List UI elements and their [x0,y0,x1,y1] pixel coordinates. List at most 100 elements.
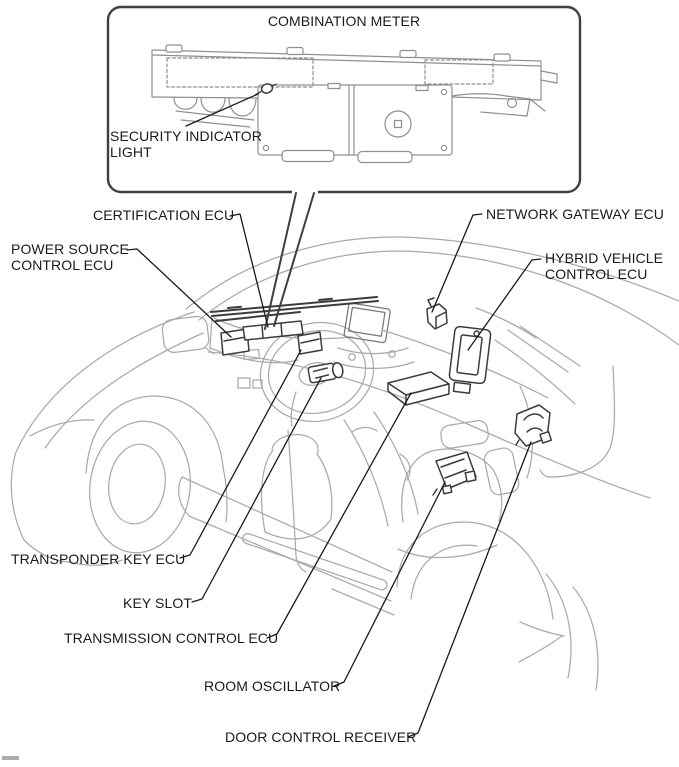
meter-clip-2 [286,46,304,56]
key-slot-cylinder [331,362,344,379]
console-line-1 [343,419,389,527]
meter-housing-bottom [151,96,542,101]
label-network-gateway-ecu: NETWORK GATEWAY ECU [486,206,664,222]
glovebox-line [209,347,299,364]
security-light-bulb [260,83,274,94]
rear-seat-headrest [440,420,489,449]
key-slot-detail [312,367,330,379]
display-screen [348,306,386,337]
transponder-key-ecu-body [297,331,323,355]
combination-meter-inset [106,5,582,330]
rocker-lower-line [331,588,395,616]
label-power-source-line2: CONTROL ECU [11,257,113,273]
pointer-left-line [264,192,297,330]
label-door-control-receiver: DOOR CONTROL RECEIVER [225,729,416,745]
rocker-sill-top [181,476,393,573]
component-markers [220,297,553,496]
transponder-key-ecu-detail [300,338,320,344]
meter-bracket-hole [506,97,518,109]
leader-transponder-key-ecu [179,349,302,559]
marker-door-control-receiver [514,404,553,447]
door-receiver-connector [539,430,553,444]
driver-seat-headrest [271,434,319,455]
transmission-ecu-side [387,382,407,406]
inset-border-gap [292,187,318,196]
room-oscillator-connector-1 [464,470,477,483]
center-display [343,302,391,344]
shifter-bump [351,426,378,433]
marker-transponder-key-ecu [297,331,323,355]
hybrid-ecu-foot [452,381,472,394]
meter-round-port-key [393,119,403,129]
leader-power-source-ecu [126,248,232,338]
front-bumper-lower-line [67,559,123,566]
b-pillar-door-edge [287,429,307,573]
rear-wheel-arch [396,521,554,620]
rear-bumper-line-1 [519,621,565,637]
driver-seat-back-right [316,453,333,519]
marker-key-slot [307,362,344,384]
hood-line [15,311,195,453]
leader-lines [126,93,542,738]
meter-bottom-tab-1 [281,149,335,163]
quarter-window-line-2 [519,325,581,367]
certification-ecu-detail [261,322,283,339]
dash-vent [243,348,260,361]
pointer-right-line [273,192,315,327]
meter-clip-1 [165,44,183,53]
meter-divider [348,85,355,155]
leader-door-control-receiver [407,441,532,738]
marker-power-source-ecu [220,328,250,356]
rear-tire-arc-1 [545,573,572,679]
meter-top-bar [151,49,542,67]
inset-border [106,5,582,194]
meter-top-notch-1 [327,82,341,90]
meter-screw-2 [440,144,448,152]
meter-connector-2 [200,97,226,113]
label-hybrid-vehicle-line1: HYBRID VEHICLE [545,250,663,266]
rear-seat-back [401,448,503,523]
console-line-2 [373,411,419,515]
quarter-glass-top-line [475,307,537,339]
rocker-trim-strip [242,533,388,591]
door-pocket-rect-1 [237,377,251,389]
label-transponder-key-ecu: TRANSPONDER KEY ECU [11,551,185,567]
leader-room-oscillator [333,481,446,687]
stack-knob-2 [388,350,396,358]
label-certification-ecu: CERTIFICATION ECU [93,207,234,223]
side-mirror [161,315,210,354]
scan-artifact [2,756,19,760]
stack-knob-1 [348,353,356,361]
room-oscillator-body [435,451,477,490]
power-source-ecu-detail [223,336,247,342]
power-source-ecu-body [220,328,250,356]
meter-clip-3 [399,49,417,59]
label-room-oscillator: ROOM OSCILLATOR [204,678,340,694]
front-wheel-arch [85,395,224,474]
front-wheel-rim [108,443,166,525]
marker-transmission-control-ecu [387,371,450,406]
rear-deck-line [494,339,576,405]
label-security-indicator-line1: SECURITY INDICATOR [110,128,262,144]
center-stack-line-2 [333,361,415,369]
rear-seat-bolster [399,453,411,481]
leader-network-gateway-ecu [431,213,483,313]
headlamp-crease-line [29,419,95,437]
meter-bracket-right [451,93,546,117]
key-slot-body [307,362,337,384]
leader-security-indicator [185,93,259,127]
steering-wheel-outer [259,321,375,423]
dashboard-left-edge [209,317,213,349]
meter-round-port [384,110,412,138]
meter-top-notch-2 [415,84,429,92]
dash-top-bar-upper [210,296,378,313]
rear-door-armrest [483,447,520,496]
meter-connector-3 [228,97,257,117]
meter-screw-1 [262,144,270,152]
rear-tire-arc-2 [572,586,599,691]
car-line-art [10,236,679,691]
label-hybrid-vehicle-line2: CONTROL ECU [545,266,647,282]
dash-top-clip-1 [227,305,242,309]
